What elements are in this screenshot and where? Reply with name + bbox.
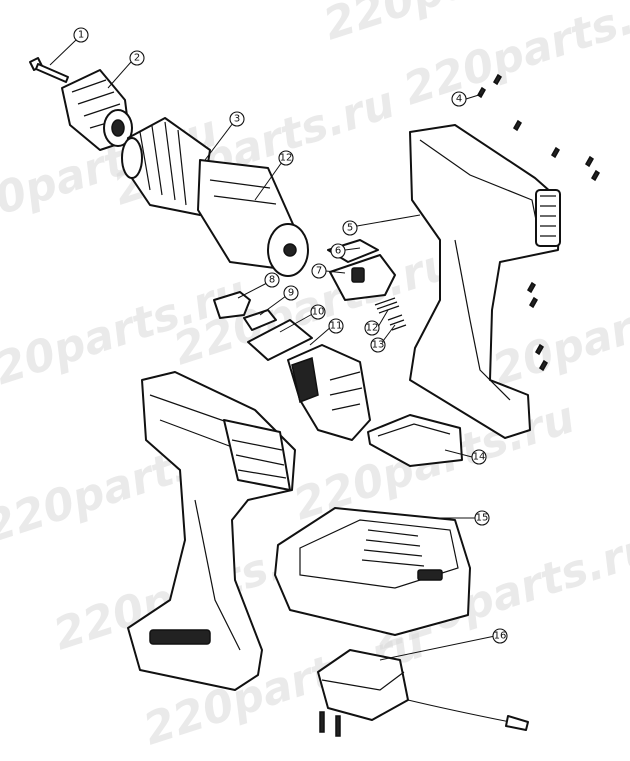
motor: [197, 159, 309, 277]
spring: [374, 297, 400, 314]
callout-8: 8: [264, 272, 280, 288]
callout-12-motor: 12: [278, 150, 294, 166]
callout-number: 11: [330, 321, 343, 332]
callout-14: 14: [471, 449, 487, 465]
callout-number: 5: [347, 223, 353, 234]
callout-number: 1: [78, 30, 84, 41]
callout-10: 10: [310, 304, 326, 320]
keyless-chuck: [61, 69, 133, 151]
callout-2: 2: [129, 50, 145, 66]
trigger-switch: [287, 344, 371, 441]
callout-number: 2: [134, 53, 140, 64]
chuck-screw: [29, 57, 69, 83]
callout-number: 4: [456, 94, 462, 105]
housing-screws: [477, 73, 600, 372]
callout-number: 13: [372, 340, 385, 351]
led-board: [243, 309, 277, 331]
callout-6: 6: [330, 243, 346, 259]
callout-number: 7: [316, 266, 322, 277]
callout-number: 12: [366, 323, 379, 334]
callout-number: 3: [234, 114, 240, 125]
battery-pack: [274, 507, 471, 636]
charger: [317, 649, 529, 737]
small-spring: [387, 314, 407, 331]
callout-15: 15: [474, 510, 490, 526]
callout-number: 8: [269, 275, 275, 286]
callout-1: 1: [73, 27, 89, 43]
direction-switch: [329, 254, 396, 301]
housing-half-right: [409, 124, 561, 439]
led-bracket: [213, 291, 251, 319]
callout-4: 4: [451, 91, 467, 107]
callout-number: 14: [473, 452, 486, 463]
callout-12: 12: [364, 320, 380, 336]
leader-lines: [49, 39, 496, 661]
callout-number: 15: [476, 513, 489, 524]
housing-half-left: [127, 371, 296, 691]
callout-number: 16: [494, 631, 507, 642]
callout-3: 3: [229, 111, 245, 127]
callout-7: 7: [311, 263, 327, 279]
callout-13: 13: [370, 337, 386, 353]
callout-number: 10: [312, 307, 325, 318]
callout-16: 16: [492, 628, 508, 644]
callout-11: 11: [328, 318, 344, 334]
callout-number: 12: [280, 153, 293, 164]
callout-5: 5: [342, 220, 358, 236]
battery-terminal: [367, 414, 463, 467]
contact-plate: [247, 319, 313, 361]
callout-number: 9: [288, 288, 294, 299]
callout-number: 6: [335, 246, 341, 257]
callout-9: 9: [283, 285, 299, 301]
